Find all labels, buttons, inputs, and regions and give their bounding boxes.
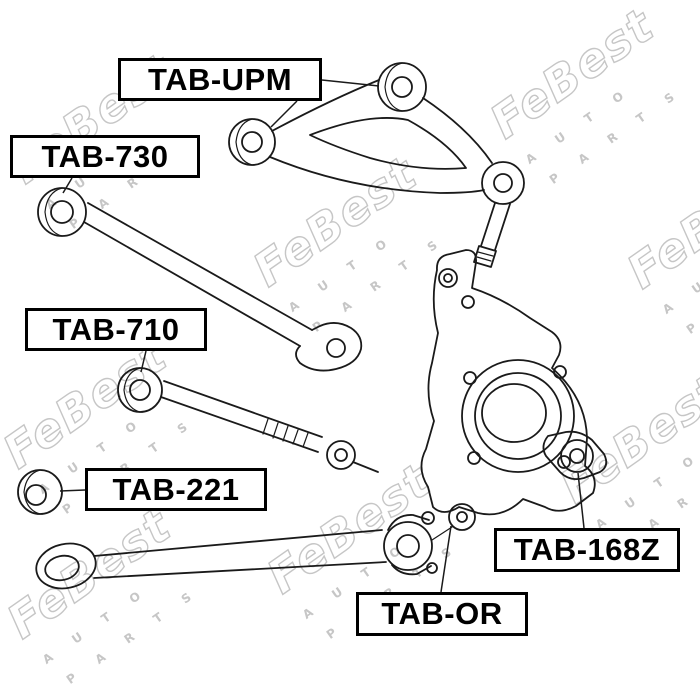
linework [17, 62, 608, 590]
bushing-221 [17, 469, 63, 515]
lateral-rod-lower [117, 367, 379, 473]
watermark-brand: FeBest [550, 363, 700, 514]
part-label-tab-168z: TAB-168Z [494, 528, 680, 572]
part-label-tab-or: TAB-OR [356, 592, 528, 636]
part-label-tab-730: TAB-730 [10, 135, 200, 178]
leader-lines [59, 79, 585, 593]
part-label-tab-710: TAB-710 [25, 308, 207, 351]
trailing-arm [35, 511, 453, 590]
part-label-tab-221: TAB-221 [85, 468, 267, 511]
knuckle [420, 249, 596, 531]
part-label-tab-upm: TAB-UPM [118, 58, 322, 101]
watermark-brand: FeBest [617, 148, 700, 299]
lateral-rod-upper [37, 187, 363, 372]
arm-168z [542, 430, 608, 481]
